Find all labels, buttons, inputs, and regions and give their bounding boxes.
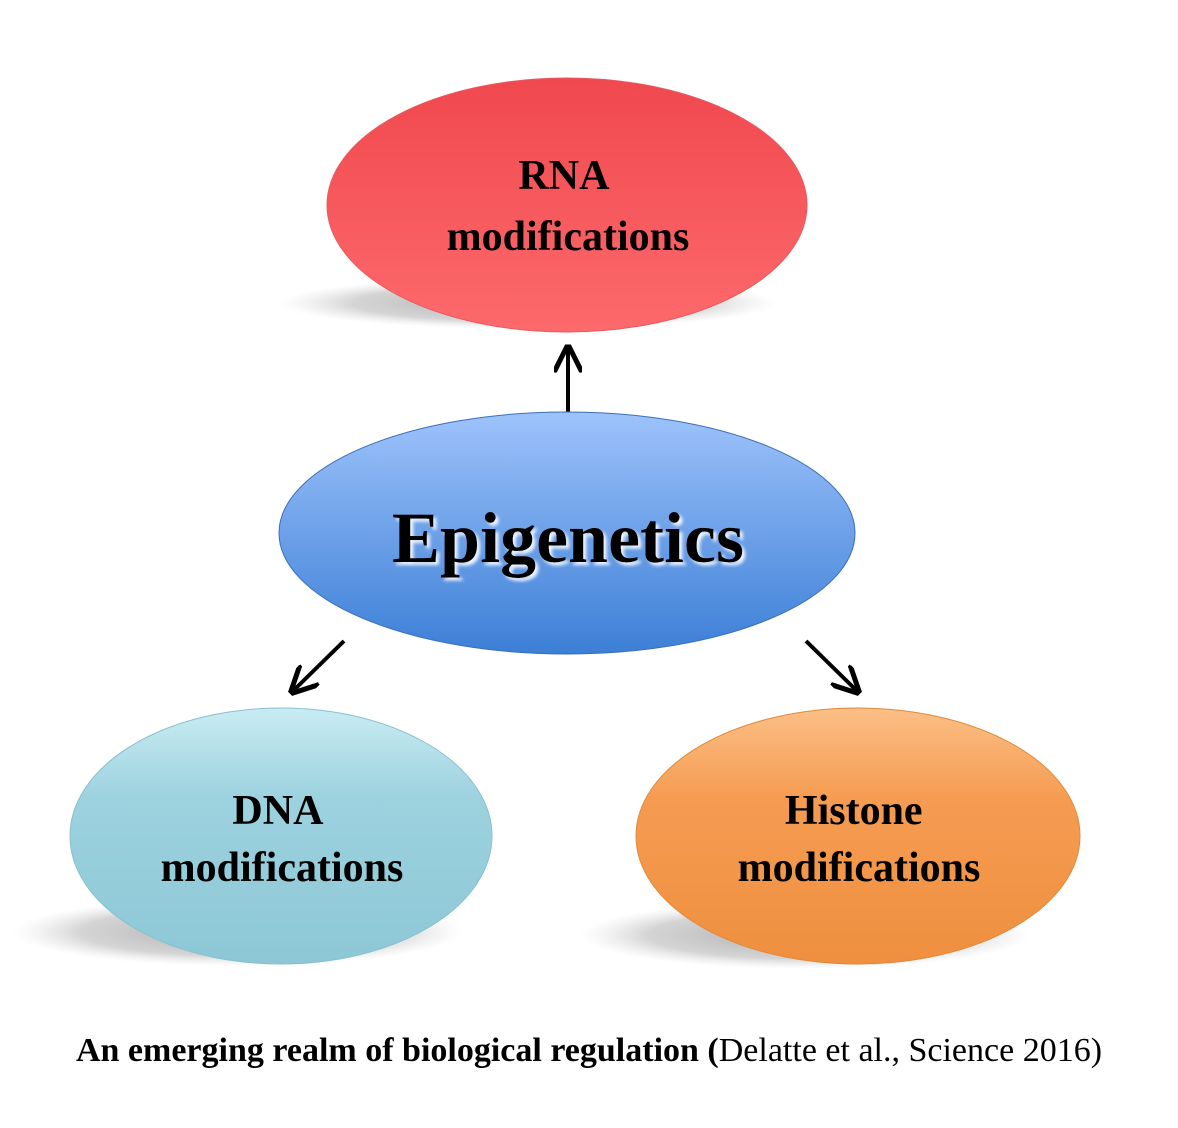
svg-text:RNA modifications: RNA modifications [447,153,690,260]
dna-node-ellipse [69,707,493,965]
epigenetics-node-ellipse [278,411,856,655]
epigenetics-node-label: Epigenetics [392,498,744,578]
svg-text:Histone modifications: Histone modifications [738,788,981,891]
histone-node-label-line1: Histone [785,788,923,834]
rna-node: RNA modifications [278,77,808,333]
rna-node-ellipse [326,77,808,333]
histone-node-ellipse [635,707,1081,965]
rna-node-label-line2: modifications [447,214,690,260]
histone-node: Histone modifications [580,707,1081,969]
epigenetics-node: Epigenetics [278,411,856,655]
dna-node: DNA modifications [13,707,493,966]
svg-text:DNA modifications: DNA modifications [161,788,404,891]
arrow-to-histone [804,639,856,690]
dna-node-label-line1: DNA [232,788,324,834]
arrow-to-dna [294,639,346,690]
caption-citation: Delatte et al., Science 2016) [718,1032,1103,1069]
caption-bold-text: An emerging realm of biological regulati… [75,1032,719,1069]
histone-node-label-line2: modifications [738,845,981,891]
rna-node-label-line1: RNA [518,153,610,199]
dna-node-label-line2: modifications [161,845,404,891]
figure-caption: An emerging realm of biological regulati… [0,1032,1178,1070]
